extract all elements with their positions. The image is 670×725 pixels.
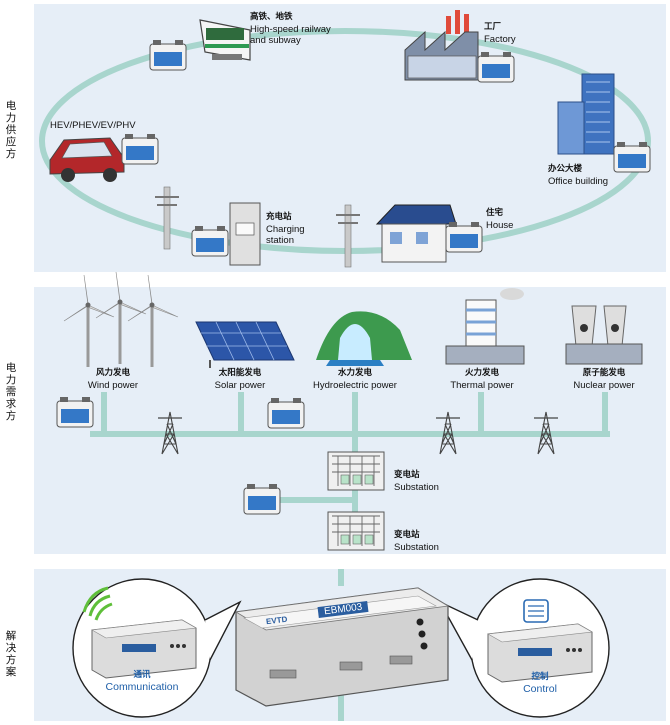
factory-icon (404, 10, 479, 81)
side-label-supply: 电力供应方 (5, 100, 17, 160)
label-thermal: 火力发电 Thermal power (450, 368, 514, 391)
label-nuclear: 原子能发电 Nuclear power (573, 368, 635, 391)
battery-icon (267, 397, 305, 429)
wind-turbine-icon (94, 270, 148, 366)
label-hydro: 水力发电 Hydroelectric power (313, 368, 397, 391)
office-building-icon (557, 73, 615, 155)
label-charging: 充电站 Charging station (266, 212, 305, 246)
side-label-solution: 解决方案 (5, 630, 17, 678)
label-vehicle: HEV/PHEV/EV/PHV (50, 120, 136, 131)
label-wind: 风力发电 Wind power (87, 368, 139, 391)
car-icon (49, 137, 125, 182)
wind-turbine-icon (126, 273, 180, 369)
side-label-demand: 电力需求方 (5, 362, 17, 422)
control-panel-icon (523, 599, 549, 623)
train-icon (199, 19, 251, 61)
battery-icon (121, 133, 159, 165)
battery-icon (445, 221, 483, 253)
label-substation-2: 变电站 Substation (394, 530, 439, 553)
substation-icon (327, 511, 385, 551)
utility-pole-icon (335, 204, 361, 268)
wind-turbine-icon (62, 273, 116, 369)
hydro-dam-icon (316, 311, 412, 366)
solar-panel-icon (195, 321, 295, 368)
label-railway: 高铁、地铁 High-speed railway and subway (250, 12, 331, 46)
battery-icon (56, 396, 94, 428)
thermal-plant-icon (445, 288, 525, 365)
substation-icon (327, 451, 385, 491)
label-substation-1: 变电站 Substation (394, 470, 439, 493)
label-solar: 太阳能发电 Solar power (214, 368, 266, 391)
nuclear-plant-icon (565, 305, 643, 365)
wifi-icon (82, 586, 113, 621)
label-control: 控制 Control (523, 672, 557, 695)
battery-icon (613, 141, 651, 173)
charging-station-icon (229, 202, 261, 266)
battery-icon (191, 225, 229, 257)
label-communication: 通讯 Communication (105, 670, 179, 693)
label-house: 住宅 House (486, 208, 514, 231)
battery-icon (243, 483, 281, 515)
house-icon (375, 204, 457, 263)
utility-pole-icon (154, 186, 180, 250)
label-factory: 工厂 Factory (484, 22, 516, 45)
label-office: 办公大楼 Office building (548, 164, 609, 187)
battery-icon (149, 39, 187, 71)
battery-icon (477, 51, 515, 83)
